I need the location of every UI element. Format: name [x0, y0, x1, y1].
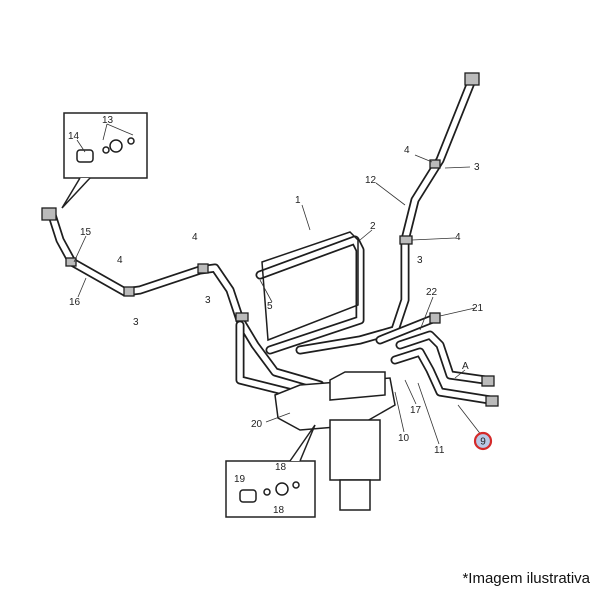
label-22: 22 — [426, 287, 438, 298]
label-4: 4 — [404, 145, 410, 156]
clamps — [41, 72, 499, 407]
label-19: 19 — [234, 474, 246, 485]
label-20: 20 — [251, 419, 263, 430]
label-3: 3 — [417, 255, 423, 266]
label-15: 15 — [80, 227, 92, 238]
label-5: 5 — [267, 301, 273, 312]
leader-lines — [73, 123, 483, 445]
label-3: 3 — [474, 162, 480, 173]
label-16: 16 — [69, 297, 81, 308]
label-3: 3 — [205, 295, 211, 306]
label-10: 10 — [398, 433, 410, 444]
label-4: 4 — [192, 232, 198, 243]
fuel-filter-assembly — [261, 231, 396, 511]
label-18: 18 — [275, 462, 287, 473]
part-labels: 13 14 15 16 4 3 4 3 1 2 5 4 3 12 4 3 22 … — [68, 115, 493, 516]
label-2: 2 — [370, 221, 376, 232]
label-18: 18 — [273, 505, 285, 516]
label-A: A — [462, 361, 469, 372]
label-17: 17 — [410, 405, 422, 416]
inset-banjo-fitting-top — [61, 112, 148, 209]
label-21: 21 — [472, 303, 484, 314]
label-4: 4 — [117, 255, 123, 266]
label-9-highlighted[interactable]: 9 — [480, 437, 486, 448]
label-1: 1 — [295, 195, 301, 206]
label-3: 3 — [133, 317, 139, 328]
fuel-pipes — [47, 75, 495, 405]
highlight-ring[interactable] — [473, 431, 493, 451]
label-4: 4 — [455, 232, 461, 243]
illustrative-image-caption: *Imagem ilustrativa — [462, 570, 590, 587]
label-13: 13 — [102, 115, 114, 126]
label-11: 11 — [434, 445, 445, 456]
label-12: 12 — [365, 175, 377, 186]
label-14: 14 — [68, 131, 80, 142]
inset-banjo-fitting-bottom — [225, 424, 316, 518]
